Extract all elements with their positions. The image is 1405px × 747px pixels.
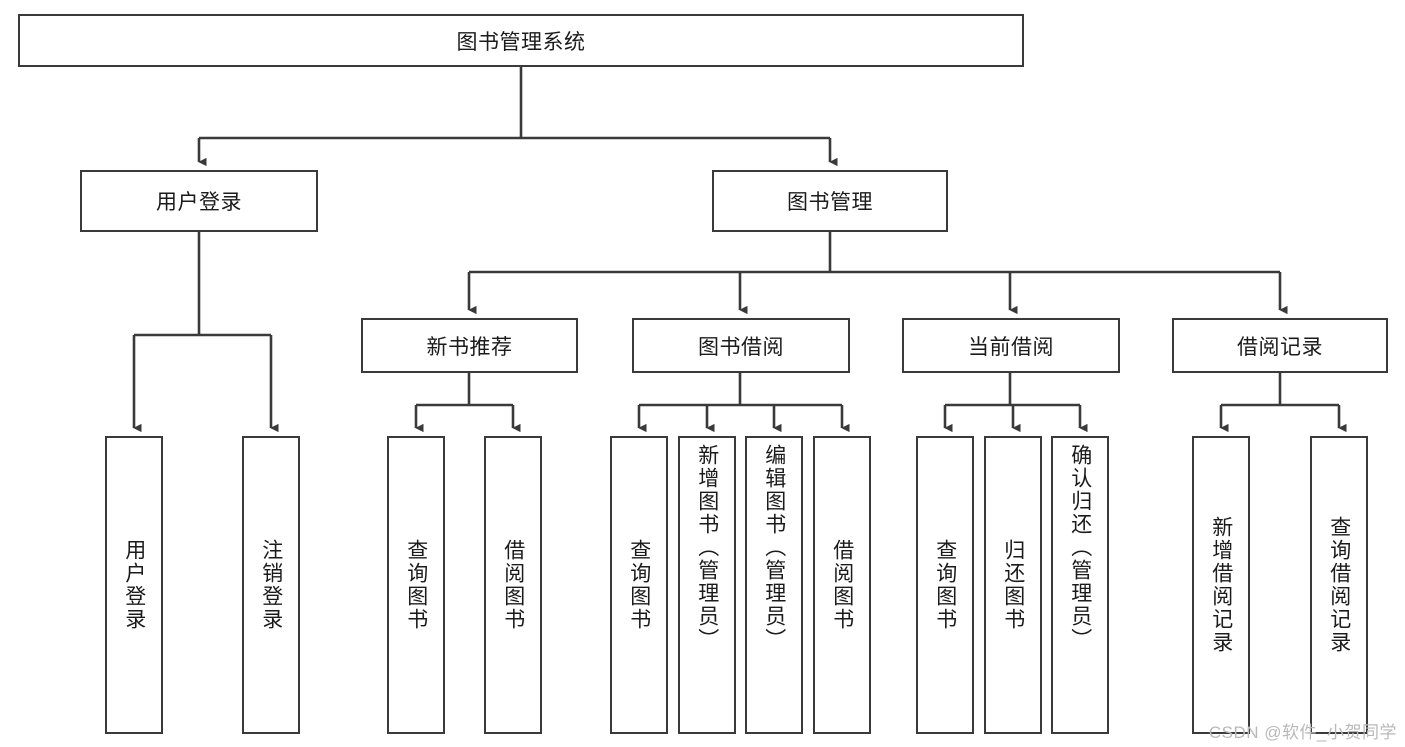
leaf-query-book-borrow[interactable]: 查询图书 [610,436,668,734]
leaf-edit-book-admin[interactable]: 编辑图书（管理员） [745,436,803,734]
leaf-label: 借阅图书 [501,539,525,631]
leaf-confirm-return-admin[interactable]: 确认归还（管理员） [1051,436,1109,734]
leaf-label: 查询图书 [404,539,428,631]
leaf-query-book-current[interactable]: 查询图书 [916,436,974,734]
node-label: 图书管理系统 [456,30,586,54]
leaf-label: 查询借阅记录 [1327,516,1351,654]
leaf-label: 归还图书 [1001,539,1025,631]
node-label: 图书管理 [787,191,873,214]
node-borrow-record[interactable]: 借阅记录 [1172,318,1388,373]
node-label: 用户登录 [156,191,242,214]
leaf-logout[interactable]: 注销登录 [242,436,300,734]
leaf-borrow-book[interactable]: 借阅图书 [813,436,871,734]
node-label: 借阅记录 [1237,335,1323,359]
leaf-return-book[interactable]: 归还图书 [984,436,1042,734]
leaf-label: 查询图书 [627,539,651,631]
node-root-system[interactable]: 图书管理系统 [18,14,1024,67]
leaf-user-login[interactable]: 用户登录 [105,436,163,734]
node-user-login[interactable]: 用户登录 [80,170,318,232]
node-current-borrow[interactable]: 当前借阅 [902,318,1120,373]
leaf-borrow-book-recommend[interactable]: 借阅图书 [484,436,542,734]
node-label: 图书借阅 [698,335,784,359]
node-book-management[interactable]: 图书管理 [712,170,948,232]
leaf-label: 新增借阅记录 [1209,516,1233,654]
leaf-label: 查询图书 [933,539,957,631]
leaf-add-borrow-record[interactable]: 新增借阅记录 [1192,436,1250,734]
leaf-label: 编辑图书（管理员） [762,444,786,651]
node-label: 新书推荐 [426,335,513,359]
node-book-borrow[interactable]: 图书借阅 [632,318,850,373]
leaf-label: 新增图书（管理员） [695,444,719,651]
leaf-label: 借阅图书 [830,539,854,631]
leaf-label: 确认归还（管理员） [1068,444,1092,651]
leaf-add-book-admin[interactable]: 新增图书（管理员） [678,436,736,734]
node-label: 当前借阅 [968,335,1054,359]
leaf-query-borrow-record[interactable]: 查询借阅记录 [1310,436,1368,734]
leaf-query-book-recommend[interactable]: 查询图书 [387,436,445,734]
leaf-label: 注销登录 [259,539,283,631]
node-new-book-recommend[interactable]: 新书推荐 [361,318,578,373]
leaf-label: 用户登录 [122,539,146,631]
csdn-watermark: CSDN @软件_小贺同学 [1208,723,1397,742]
